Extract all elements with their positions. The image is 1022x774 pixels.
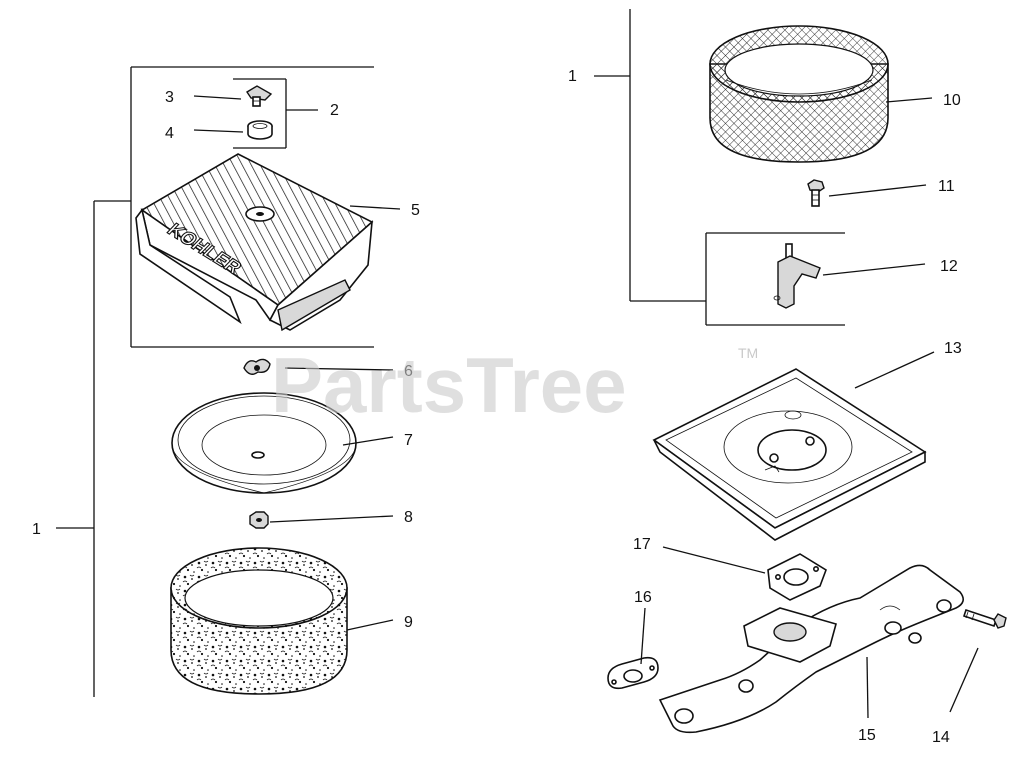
bracket-12-box <box>705 232 845 326</box>
callout-10: 10 <box>943 92 961 109</box>
bracket-left-1 <box>56 200 131 697</box>
screw-part <box>807 179 825 207</box>
leader-11 <box>828 184 927 197</box>
callout-9: 9 <box>404 614 413 631</box>
mounting-bracket-part <box>773 243 821 309</box>
bracket-2 <box>233 78 318 149</box>
gasket-17-part <box>767 553 827 601</box>
air-cleaner-base-part <box>171 392 357 494</box>
callout-11: 11 <box>938 178 955 195</box>
leader-16 <box>640 607 646 665</box>
callout-7: 7 <box>404 432 413 449</box>
leader-9 <box>346 619 394 631</box>
wing-nut-part <box>243 358 271 375</box>
callout-13: 13 <box>944 340 962 357</box>
precleaner-part <box>170 547 348 695</box>
leader-6 <box>284 367 394 371</box>
callout-16: 16 <box>634 589 652 606</box>
callout-17: 17 <box>633 536 651 553</box>
leader-14 <box>949 647 979 713</box>
callout-1-right: 1 <box>568 68 577 85</box>
callout-2: 2 <box>330 102 339 119</box>
leader-12 <box>822 263 926 276</box>
bracket-right-1 <box>594 9 706 302</box>
callout-6: 6 <box>404 363 413 380</box>
leader-7 <box>342 436 394 446</box>
leader-4 <box>193 129 244 133</box>
callout-12: 12 <box>940 258 958 275</box>
seal-part <box>247 120 273 140</box>
air-filter-element-part <box>709 25 889 163</box>
bolt-part <box>962 608 1007 629</box>
callout-8: 8 <box>404 509 413 526</box>
air-cleaner-tray-part <box>652 368 927 541</box>
leader-5 <box>349 205 401 210</box>
bracket-cover-group <box>130 66 374 348</box>
wing-knob-part <box>246 85 273 107</box>
leader-17 <box>662 546 766 574</box>
gasket-16-part <box>607 656 659 690</box>
watermark-trademark: TM <box>738 345 758 361</box>
callout-14: 14 <box>932 729 950 746</box>
nut-part <box>249 511 269 529</box>
leader-8 <box>269 515 394 523</box>
leader-10 <box>885 97 933 103</box>
callout-5: 5 <box>411 202 420 219</box>
callout-15: 15 <box>858 727 876 744</box>
callout-1-left: 1 <box>32 521 41 538</box>
callout-3: 3 <box>165 89 174 106</box>
leader-15 <box>866 656 869 719</box>
air-cleaner-cover-part: KOHLER <box>135 153 374 332</box>
leader-13 <box>854 351 935 389</box>
leader-3 <box>193 95 242 100</box>
callout-4: 4 <box>165 125 174 142</box>
watermark-text: PartsTree <box>271 341 627 429</box>
elbow-manifold-part <box>658 564 964 734</box>
